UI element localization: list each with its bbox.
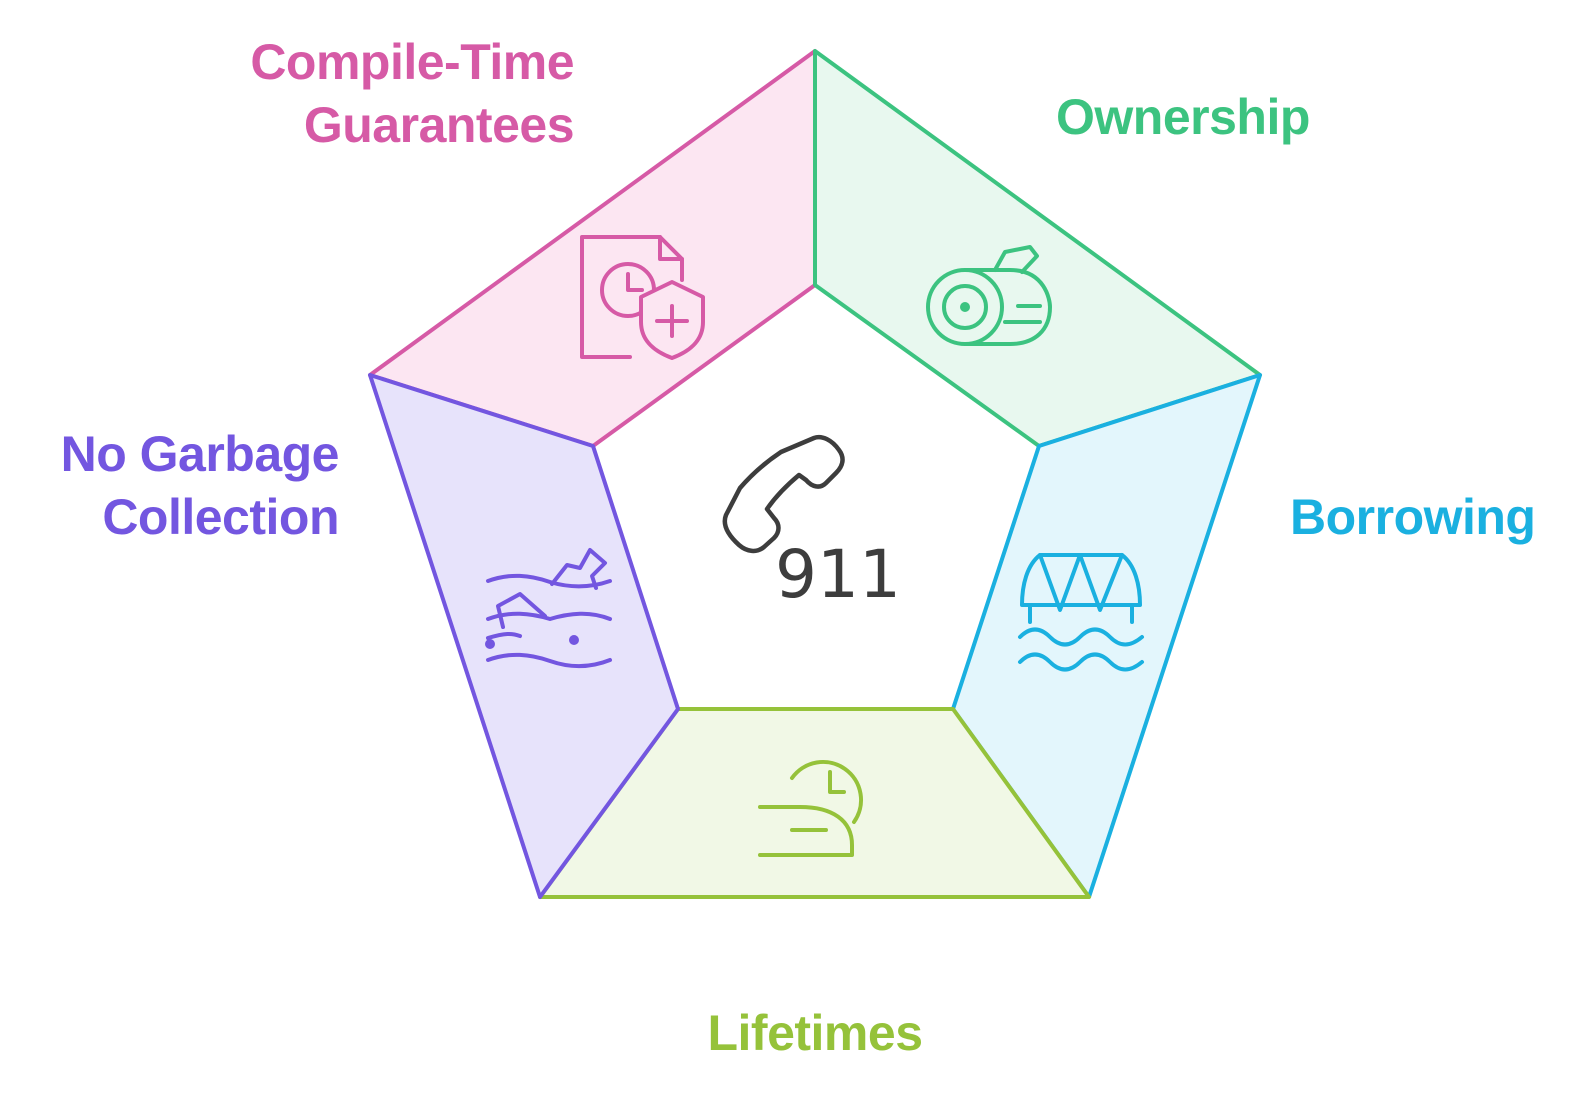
label-line: Collection — [102, 489, 339, 545]
center-number: 911 — [775, 536, 901, 613]
label-line: Lifetimes — [707, 1005, 923, 1061]
document-clock-shield-icon — [580, 235, 705, 360]
label-borrowing: Borrowing — [1290, 486, 1536, 549]
label-no-garbage-collection: No Garbage Collection — [60, 423, 340, 549]
segment-nogc — [368, 373, 680, 899]
log-target-icon — [926, 245, 1052, 346]
label-lifetimes: Lifetimes — [707, 1002, 923, 1065]
label-line: Ownership — [1056, 89, 1310, 145]
label-line: Compile-Time — [250, 34, 574, 90]
bottle-waves-icon — [485, 548, 612, 669]
label-compile-time-guarantees: Compile-Time Guarantees — [250, 31, 574, 157]
fast-clock-icon — [758, 760, 863, 857]
label-line: Guarantees — [303, 97, 575, 153]
label-line: Borrowing — [1290, 489, 1536, 545]
bridge-water-icon — [1018, 553, 1144, 672]
phone-icon — [722, 434, 845, 554]
label-line: No Garbage — [60, 426, 340, 482]
label-ownership: Ownership — [1056, 86, 1310, 149]
